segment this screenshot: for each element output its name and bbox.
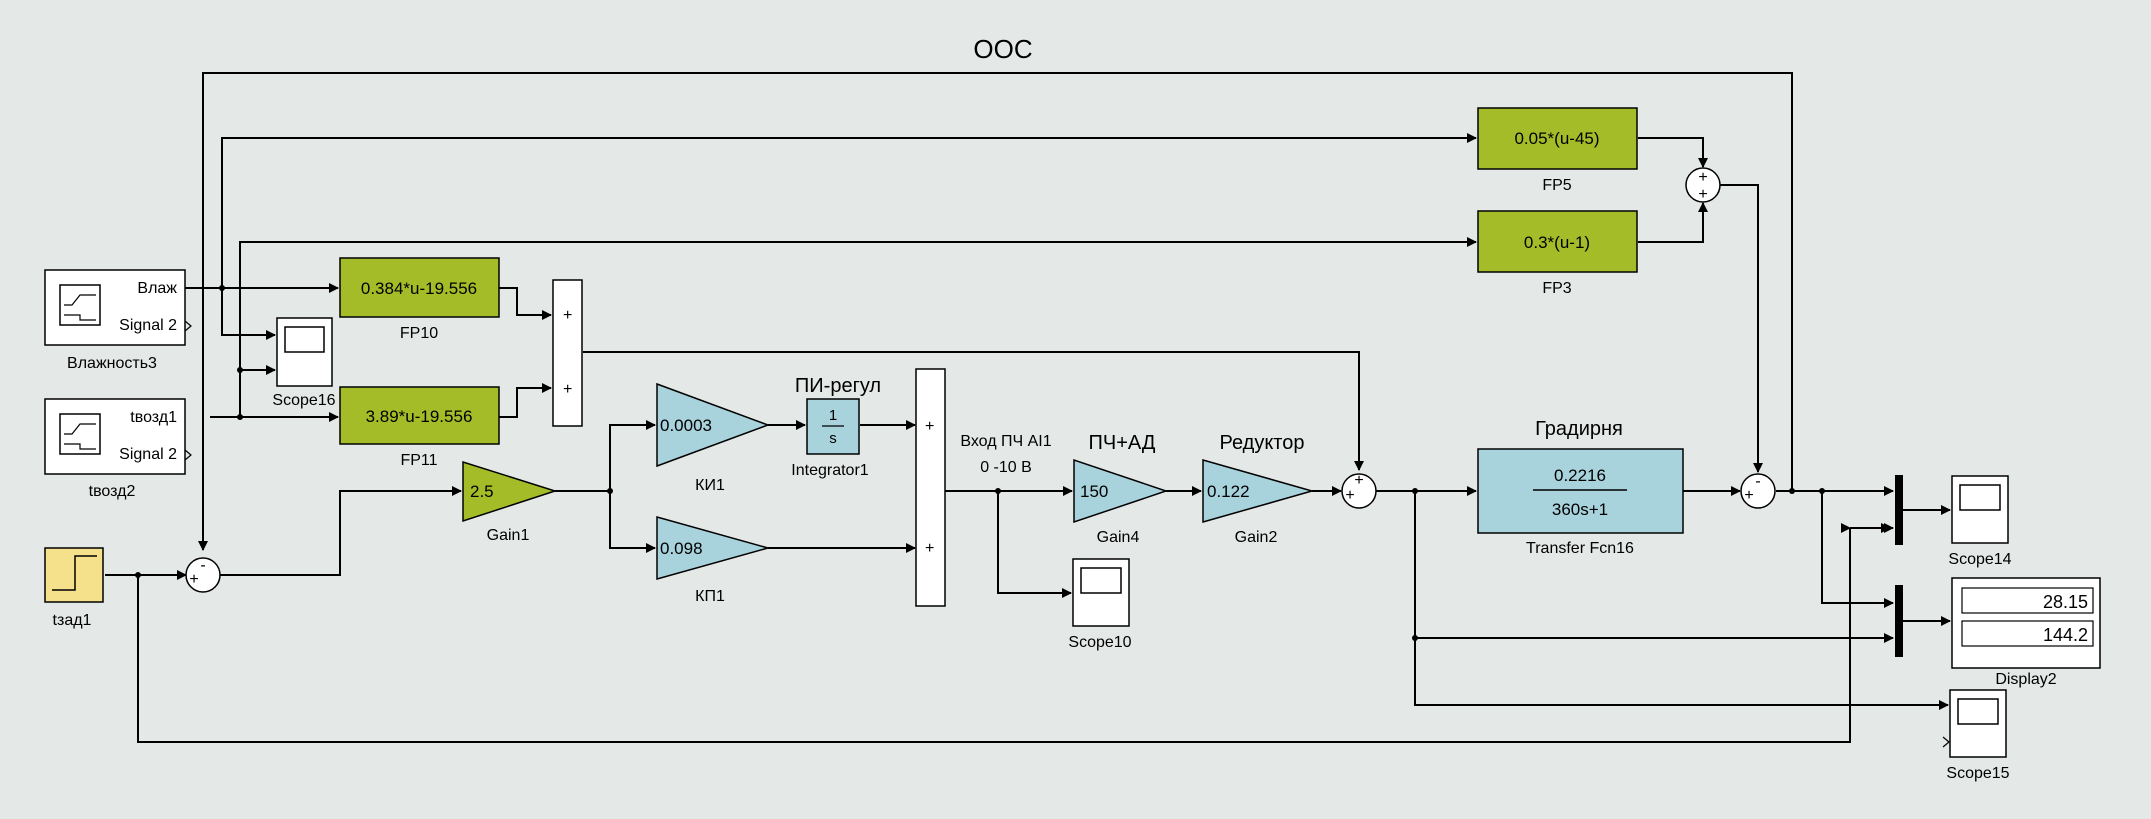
block-name-display2: Display2 [1995, 671, 2056, 688]
sum-sign: + [563, 307, 572, 324]
block-name-ki1: КИ1 [695, 477, 725, 494]
display-field-2 [1961, 620, 2094, 647]
block-name-kp1: КП1 [695, 588, 725, 605]
block-title-gradirnya: Градирня [1535, 418, 1623, 440]
gain-block-ki1[interactable]: 0.0003 КИ1 [656, 382, 771, 494]
block-title-reduktor: Редуктор [1220, 432, 1305, 454]
sum-sign: - [200, 557, 205, 574]
fcn-expr: 3.89*u-19.556 [366, 407, 473, 426]
scope-block-10[interactable]: Scope10 [1068, 558, 1132, 651]
gain-value: 0.0003 [660, 416, 712, 435]
fcn-block-fp10[interactable]: 0.384*u-19.556 FP10 [339, 257, 500, 342]
open-port-arrow [184, 449, 192, 461]
transfer-fcn-block[interactable]: Градирня 0.2216 360s+1 Transfer Fcn16 [1477, 418, 1684, 557]
open-port-arrow [184, 320, 192, 332]
gain-value: 2.5 [470, 482, 494, 501]
port-label-signal2: Signal 2 [119, 317, 177, 334]
block-name-scope14: Scope14 [1948, 551, 2011, 568]
block-name-tzad: tзад1 [53, 612, 92, 629]
sum-block-pi[interactable]: + + [915, 368, 946, 607]
signal-builder-icon [59, 284, 101, 326]
block-name-tf16: Transfer Fcn16 [1526, 540, 1634, 557]
sum-sign: + [189, 571, 198, 588]
block-name-gain1: Gain1 [487, 527, 530, 544]
mux-block-2[interactable] [1895, 585, 1903, 657]
gain-block-kp1[interactable]: 0.098 КП1 [656, 516, 771, 605]
block-name-gain2: Gain2 [1235, 529, 1278, 546]
feedback-label: ООС [973, 34, 1032, 64]
gain-value: 150 [1080, 482, 1108, 501]
scope-screen-icon [1957, 698, 1999, 725]
sum-sign: + [563, 381, 572, 398]
sum-sign: + [1345, 487, 1354, 504]
block-name-vlazh: Влажность3 [67, 355, 157, 372]
scope-block-16[interactable]: Scope16 [272, 317, 336, 409]
port-label-tvozd1: tвозд1 [130, 409, 177, 426]
block-name-scope16: Scope16 [272, 392, 335, 409]
sum-sign: + [925, 418, 934, 435]
sum-sign: - [1755, 473, 1760, 490]
junction-dots [135, 285, 1825, 641]
port-label-signal2: Signal 2 [119, 446, 177, 463]
fcn-expr: 0.3*(u-1) [1524, 233, 1590, 252]
scope-block-15[interactable]: Scope15 [1946, 689, 2010, 782]
sum-block-reductor[interactable]: + + [1341, 472, 1377, 509]
signal-builder-icon [59, 413, 101, 455]
integrator-block[interactable]: ПИ-регул 1 s Integrator1 [791, 375, 881, 479]
sum-sign: + [1698, 169, 1707, 186]
block-name-fp11: FP11 [400, 452, 437, 469]
sum-sign: + [925, 540, 934, 557]
sum-sign: + [1698, 186, 1707, 203]
gain-value: 0.098 [660, 539, 703, 558]
block-name-scope15: Scope15 [1946, 765, 2009, 782]
gain-block-1[interactable]: 2.5 Gain1 [462, 460, 558, 544]
fcn-block-fp11[interactable]: 3.89*u-19.556 FP11 [339, 386, 500, 469]
block-name-integrator1: Integrator1 [791, 462, 868, 479]
tf-numerator: 0.2216 [1554, 466, 1606, 485]
gain-value: 0.122 [1207, 482, 1250, 501]
sum-sign: + [1354, 472, 1363, 489]
scope-block-14[interactable]: Scope14 [1948, 475, 2012, 568]
display-field-1 [1961, 587, 2094, 614]
scope-screen-icon [284, 326, 325, 353]
signal-builder-tvozd[interactable]: tвозд1 Signal 2 tвозд2 [44, 398, 186, 500]
block-name-tvozd: tвозд2 [89, 483, 136, 500]
sum-sign: + [1744, 487, 1753, 504]
block-title-pi: ПИ-регул [795, 375, 881, 397]
block-name-gain4: Gain4 [1097, 529, 1140, 546]
fcn-block-fp5[interactable]: 0.05*(u-45) FP5 [1477, 107, 1638, 194]
port-label-vlazh: Влаж [137, 280, 177, 297]
fcn-expr: 0.05*(u-45) [1514, 129, 1599, 148]
integrator-num: 1 [829, 407, 837, 424]
gain-block-2[interactable]: Редуктор 0.122 Gain2 [1202, 432, 1315, 546]
integrator-den: s [829, 430, 837, 447]
fcn-expr: 0.384*u-19.556 [361, 279, 477, 298]
display-value-1: 28.15 [2043, 592, 2088, 612]
step-block[interactable]: tзад1 [44, 547, 104, 629]
block-name-fp3: FP3 [1542, 280, 1571, 297]
scope-screen-icon [1080, 567, 1122, 594]
signal-builder-vlazh[interactable]: Влаж Signal 2 Влажность3 [44, 269, 186, 372]
tf-denominator: 360s+1 [1552, 500, 1608, 519]
gain-block-4[interactable]: ПЧ+АД 150 Gain4 [1073, 432, 1169, 546]
input-label-line2: 0 -10 В [980, 459, 1032, 476]
block-name-fp5: FP5 [1542, 177, 1571, 194]
sum-block-out[interactable]: - + [1740, 473, 1776, 509]
block-title-pch: ПЧ+АД [1089, 432, 1156, 454]
step-icon [52, 555, 97, 591]
sum-block-fp[interactable]: + + [552, 279, 583, 427]
block-name-fp10: FP10 [400, 325, 438, 342]
scope-screen-icon [1959, 484, 2001, 511]
fcn-block-fp3[interactable]: 0.3*(u-1) FP3 [1477, 210, 1638, 297]
block-name-scope10: Scope10 [1068, 634, 1131, 651]
sum-block-fp5-fp3[interactable]: + + [1685, 167, 1721, 203]
input-label-line1: Вход ПЧ AI1 [960, 433, 1051, 450]
sum-block-main[interactable]: - + [185, 557, 221, 593]
display-block-2[interactable]: 28.15 144.2 Display2 [1951, 577, 2101, 688]
display-value-2: 144.2 [2043, 625, 2088, 645]
mux-block-1[interactable] [1895, 475, 1903, 545]
open-port-arrow [1942, 736, 1950, 748]
